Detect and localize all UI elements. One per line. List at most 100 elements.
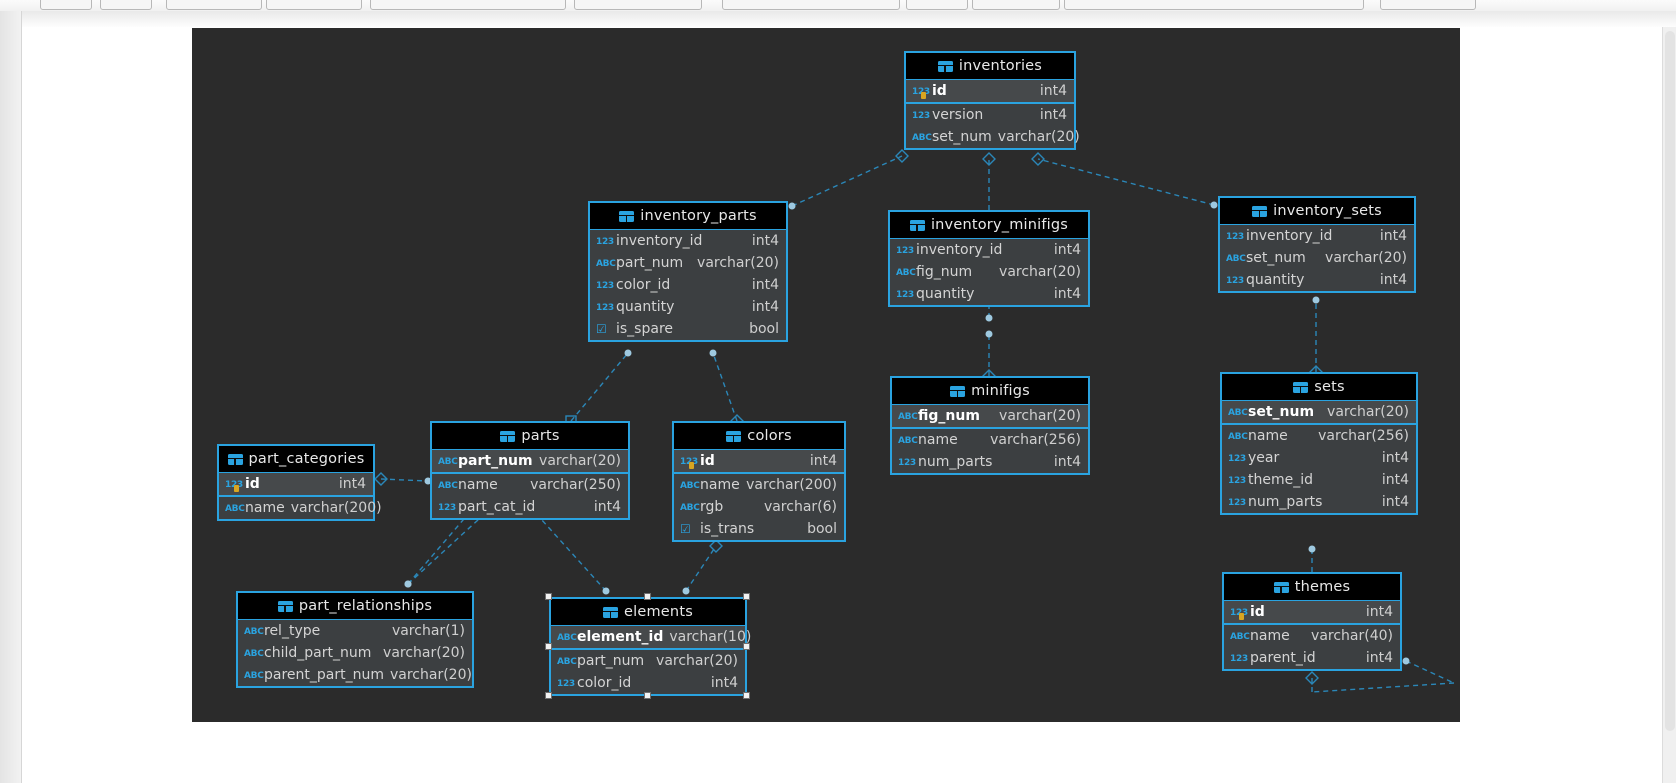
selection-handle-7[interactable] <box>743 692 750 699</box>
column-type: int4 <box>1053 454 1081 470</box>
toolbar-group-3[interactable] <box>266 0 362 10</box>
entity-header[interactable]: part_categories <box>219 446 373 472</box>
pk-column-row[interactable]: 123idint4 <box>674 450 844 472</box>
toolbar-group-6[interactable] <box>722 0 900 10</box>
entity-header[interactable]: parts <box>432 423 628 449</box>
column-name: child_part_num <box>264 645 372 661</box>
pk-column-row[interactable]: 123idint4 <box>1224 601 1400 623</box>
column-name: parent_part_num <box>264 667 384 683</box>
scrollbar-thumb[interactable] <box>1665 31 1675 731</box>
selection-handle-5[interactable] <box>545 692 552 699</box>
toolbar[interactable] <box>0 0 1676 11</box>
er-diagram-canvas[interactable]: inventories123idint4123versionint4ABCset… <box>192 28 1460 722</box>
entity-header[interactable]: elements <box>551 599 745 625</box>
selection-handle-6[interactable] <box>644 692 651 699</box>
entity-header[interactable]: part_relationships <box>238 593 472 619</box>
toolbar-group-9[interactable] <box>1064 0 1364 10</box>
selection-handle-1[interactable] <box>644 593 651 600</box>
selection-handle-3[interactable] <box>545 642 552 650</box>
pk-column-row[interactable]: 123idint4 <box>906 80 1074 102</box>
entity-part_categories[interactable]: part_categories123idint4ABCnamevarchar(2… <box>217 444 382 521</box>
column-name: theme_id <box>1248 472 1314 488</box>
table-icon <box>909 219 925 231</box>
selection-handle-2[interactable] <box>743 593 750 600</box>
toolbar-group-7[interactable] <box>906 0 968 10</box>
toolbar-group-2[interactable] <box>166 0 262 10</box>
entity-colors[interactable]: colors123idint4ABCnamevarchar(200)ABCrgb… <box>672 421 846 542</box>
entity-header[interactable]: minifigs <box>892 378 1088 404</box>
toolbar-group-8[interactable] <box>972 0 1060 10</box>
toolbar-group-0[interactable] <box>40 0 92 10</box>
selection-handle-4[interactable] <box>743 642 750 650</box>
toolbar-group-4[interactable] <box>370 0 566 10</box>
column-type: int4 <box>338 476 366 492</box>
entity-header[interactable]: inventory_minifigs <box>890 212 1088 238</box>
text-type-icon: ABC <box>912 132 932 143</box>
column-type: int4 <box>1381 472 1409 488</box>
entity-header[interactable]: inventories <box>906 53 1074 79</box>
entity-header[interactable]: inventory_sets <box>1220 198 1414 224</box>
entity-inventories[interactable]: inventories123idint4123versionint4ABCset… <box>904 51 1080 150</box>
entity-header[interactable]: colors <box>674 423 844 449</box>
primary-key-block: 123idint4 <box>906 79 1074 104</box>
entity-header[interactable]: themes <box>1224 574 1400 600</box>
text-type-icon: ABC <box>1228 431 1248 442</box>
entity-themes[interactable]: themes123idint4ABCnamevarchar(40)123pare… <box>1222 572 1402 671</box>
toolbar-group-10[interactable] <box>1380 0 1476 10</box>
vertical-scrollbar[interactable] <box>1662 27 1676 783</box>
pk-column-row[interactable]: 123idint4 <box>219 473 373 495</box>
entity-header[interactable]: inventory_parts <box>590 203 786 229</box>
text-type-icon: ABC <box>244 670 264 681</box>
toolbar-group-1[interactable] <box>100 0 152 10</box>
entity-header[interactable]: sets <box>1222 374 1416 400</box>
toolbar-group-5[interactable] <box>574 0 702 10</box>
selection-handle-0[interactable] <box>545 593 552 600</box>
